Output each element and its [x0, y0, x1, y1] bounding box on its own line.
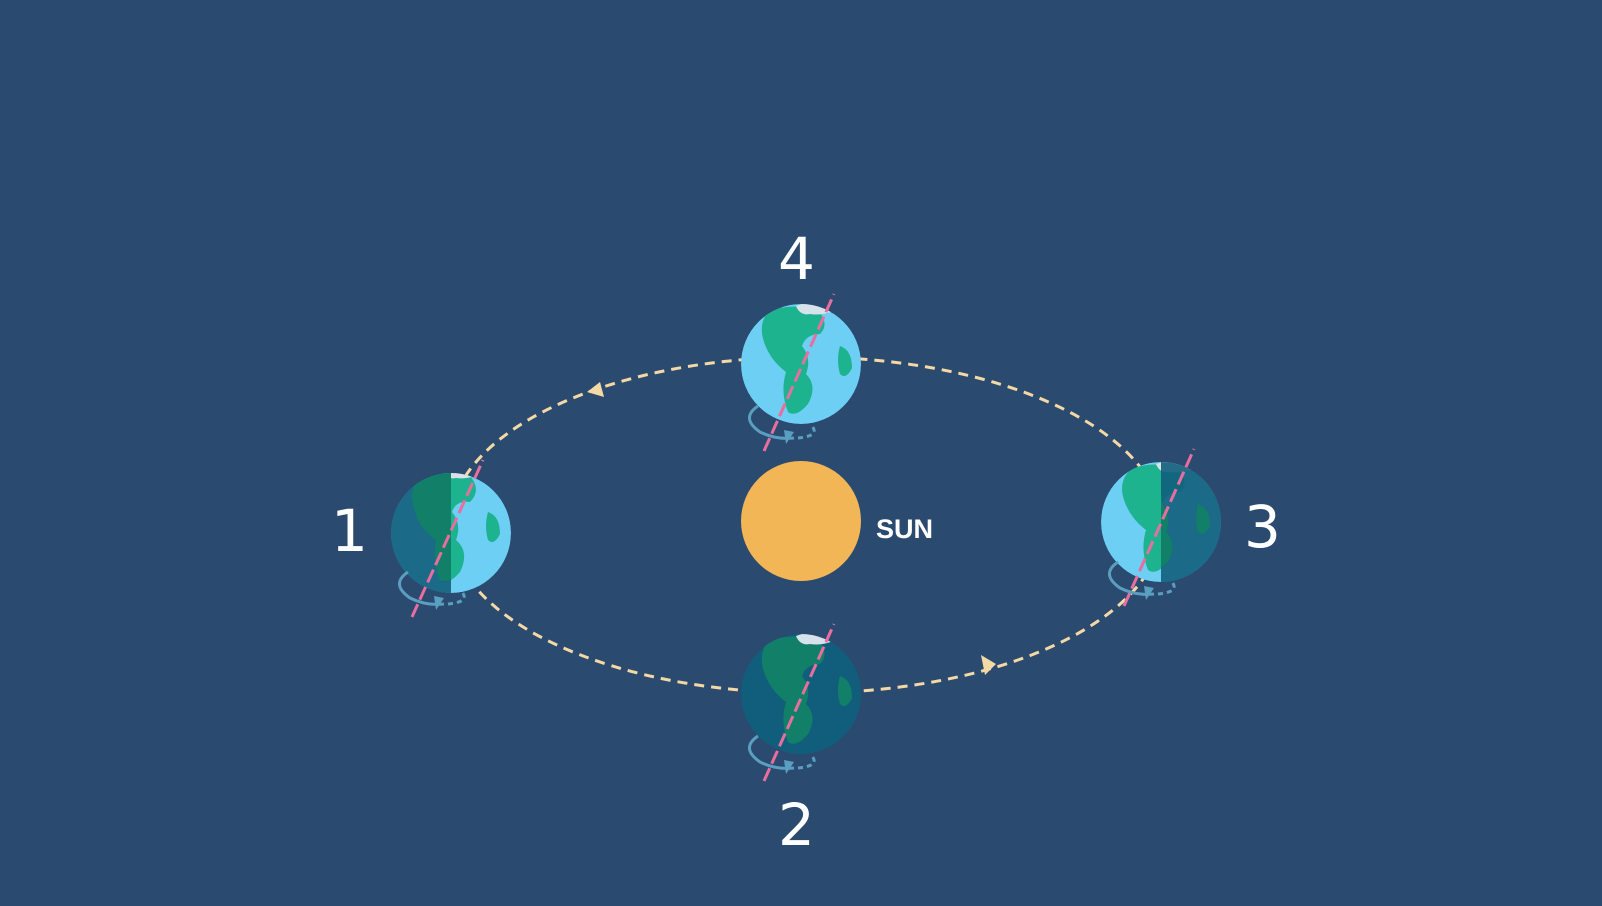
position-label-3: 3 [1244, 493, 1281, 561]
earth-4 [741, 293, 861, 452]
orbit-arrow-top-left [587, 382, 604, 397]
position-label-1: 1 [331, 497, 368, 565]
earth-2 [741, 623, 861, 782]
earth-3 [1101, 448, 1221, 607]
position-label-2: 2 [778, 791, 815, 859]
sun-label: SUN [876, 514, 934, 544]
orbit-arrow-bottom-right [981, 655, 996, 675]
earth-1 [391, 459, 511, 618]
position-label-4: 4 [778, 225, 815, 293]
sun [741, 461, 861, 581]
